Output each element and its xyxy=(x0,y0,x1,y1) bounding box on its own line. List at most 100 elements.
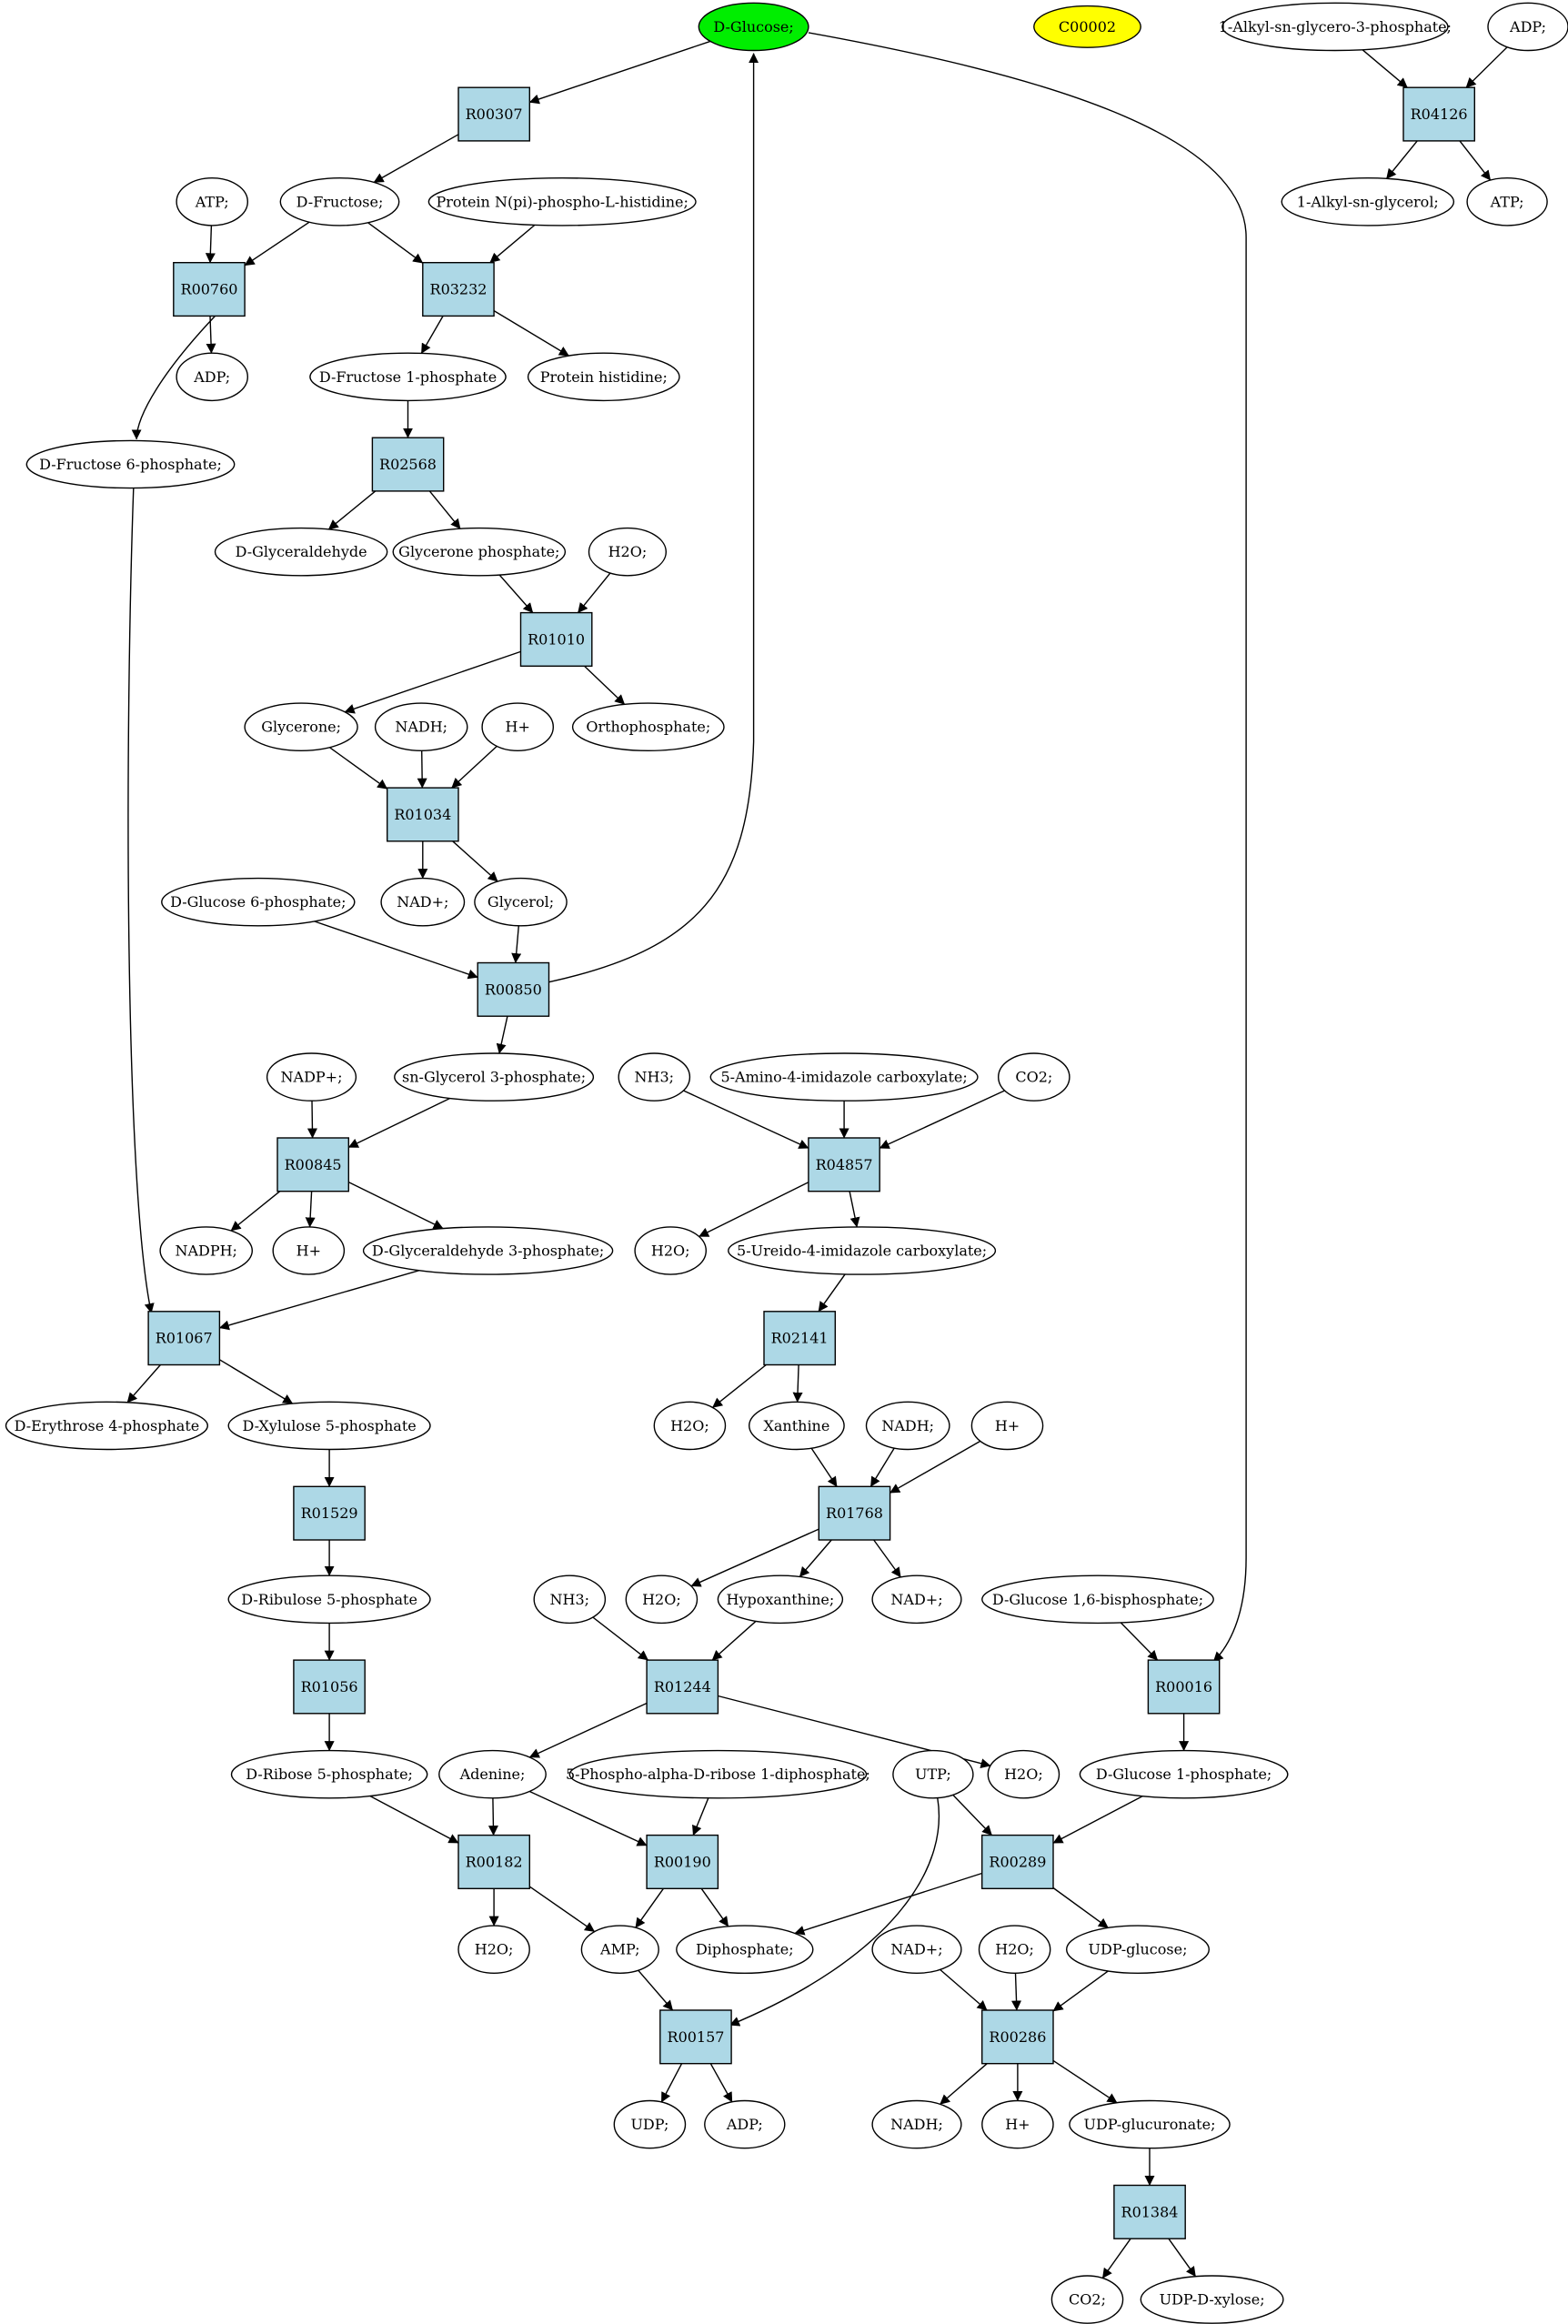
compound-node-orthophosphate[interactable]: Orthophosphate; xyxy=(571,702,725,752)
compound-node-sn_g3p[interactable]: sn-Glycerol 3-phosphate; xyxy=(394,1052,595,1102)
compound-node-fructose[interactable]: D-Fructose; xyxy=(279,176,400,226)
compound-node-protein_his[interactable]: Protein histidine; xyxy=(527,352,680,402)
compound-node-alkyl_glycerol[interactable]: 1-Alkyl-sn-glycerol; xyxy=(1281,176,1455,226)
compound-node-udp_glucuronate[interactable]: UDP-glucuronate; xyxy=(1069,2099,1231,2149)
compound-node-nh3_1[interactable]: NH3; xyxy=(618,1052,691,1102)
compound-node-nadpplus[interactable]: NADP+; xyxy=(266,1052,357,1102)
reaction-node-r00157[interactable]: R00157 xyxy=(659,2009,732,2065)
reaction-node-r02141[interactable]: R02141 xyxy=(763,1311,837,1366)
edge-nh3_1-to-r04857 xyxy=(683,1090,809,1149)
compound-node-adp1[interactable]: ADP; xyxy=(176,352,249,402)
compound-node-hplus_1[interactable]: H+ xyxy=(481,702,555,752)
compound-node-ureido[interactable]: 5-Ureido-4-imidazole carboxylate; xyxy=(728,1226,997,1275)
reaction-node-r01529[interactable]: R01529 xyxy=(293,1485,366,1541)
compound-node-fru6p[interactable]: D-Fructose 6-phosphate; xyxy=(25,439,236,489)
reaction-node-r03232[interactable]: R03232 xyxy=(422,262,495,317)
reaction-node-r00286[interactable]: R00286 xyxy=(980,2009,1054,2065)
compound-node-nadplus_2[interactable]: NAD+; xyxy=(871,1574,962,1625)
reaction-node-r01244[interactable]: R01244 xyxy=(646,1659,719,1715)
compound-node-hypoxanthine[interactable]: Hypoxanthine; xyxy=(717,1574,844,1625)
compound-node-h2o_5[interactable]: H2O; xyxy=(987,1749,1060,1799)
compound-node-hplus_4[interactable]: H+ xyxy=(981,2099,1054,2149)
compound-node-co2_2[interactable]: CO2; xyxy=(1050,2275,1124,2324)
compound-node-h2o_2[interactable]: H2O; xyxy=(634,1226,708,1275)
reaction-node-r02568[interactable]: R02568 xyxy=(371,437,445,492)
node-label: H+ xyxy=(995,1417,1020,1434)
compound-node-nadh_1[interactable]: NADH; xyxy=(374,702,468,752)
compound-node-nadplus_3[interactable]: NAD+; xyxy=(871,1925,962,1974)
compound-node-glc6p[interactable]: D-Glucose 6-phosphate; xyxy=(161,877,356,927)
compound-node-glc16bp[interactable]: D-Glucose 1,6-bisphosphate; xyxy=(981,1574,1214,1625)
compound-ellipse xyxy=(613,2099,687,2149)
compound-node-ru5p[interactable]: D-Ribulose 5-phosphate xyxy=(227,1574,431,1625)
compound-node-glycerone[interactable]: Glycerone; xyxy=(244,702,358,752)
compound-node-fru1p[interactable]: D-Fructose 1-phosphate xyxy=(309,352,507,402)
edge-glycerone-to-r01034 xyxy=(328,747,388,790)
compound-node-hplus_2[interactable]: H+ xyxy=(272,1226,346,1275)
compound-node-atp1[interactable]: ATP; xyxy=(176,176,249,226)
compound-node-utp[interactable]: UTP; xyxy=(892,1749,974,1799)
compound-node-nh3_2[interactable]: NH3; xyxy=(533,1574,607,1625)
edge-co2_1-to-r04857 xyxy=(879,1090,1005,1149)
node-label: D-Fructose 1-phosphate xyxy=(319,368,497,386)
compound-node-h2o_7[interactable]: H2O; xyxy=(978,1925,1051,1974)
compound-node-c00002[interactable]: C00002 xyxy=(1033,5,1141,48)
reaction-node-r00850[interactable]: R00850 xyxy=(477,961,550,1017)
compound-node-adp_2[interactable]: ADP; xyxy=(704,2099,786,2149)
reaction-node-r00190[interactable]: R00190 xyxy=(646,1834,719,1889)
compound-node-co2_1[interactable]: CO2; xyxy=(998,1052,1070,1102)
edge-nadplus_3-to-r00286 xyxy=(940,1968,988,2011)
reaction-node-r01034[interactable]: R01034 xyxy=(387,787,459,842)
reaction-node-r00182[interactable]: R00182 xyxy=(457,1834,531,1889)
compound-node-glc1p[interactable]: D-Glucose 1-phosphate; xyxy=(1079,1749,1289,1799)
compound-node-r5p[interactable]: D-Ribose 5-phosphate; xyxy=(230,1749,428,1799)
compound-node-e4p[interactable]: D-Erythrose 4-phosphate xyxy=(5,1401,209,1451)
node-label: ATP; xyxy=(195,193,229,210)
reaction-node-r04126[interactable]: R04126 xyxy=(1402,86,1476,142)
compound-node-prpp[interactable]: 5-Phospho-alpha-D-ribose 1-diphosphate; xyxy=(566,1749,870,1799)
compound-node-nadp_1[interactable]: NAD+; xyxy=(380,877,466,927)
node-label: R00190 xyxy=(654,1853,711,1870)
compound-node-diphosphate[interactable]: Diphosphate; xyxy=(676,1925,814,1974)
reaction-node-r00845[interactable]: R00845 xyxy=(276,1137,350,1192)
compound-node-h2o_1[interactable]: H2O; xyxy=(588,527,668,577)
compound-node-udp_xylose[interactable]: UDP-D-xylose; xyxy=(1140,2275,1284,2324)
compound-node-hplus_3[interactable]: H+ xyxy=(970,1401,1044,1451)
compound-node-udp[interactable]: UDP; xyxy=(613,2099,687,2149)
compound-node-xanthine[interactable]: Xanthine xyxy=(749,1401,845,1451)
compound-node-adp_top[interactable]: ADP; xyxy=(1487,2,1568,52)
compound-node-atp_top[interactable]: ATP; xyxy=(1466,176,1548,226)
compound-node-glucose[interactable]: D-Glucose; xyxy=(698,2,809,52)
compound-node-glycerone_p[interactable]: Glycerone phosphate; xyxy=(392,527,567,577)
reaction-node-r01384[interactable]: R01384 xyxy=(1113,2184,1186,2239)
compound-node-aica[interactable]: 5-Amino-4-imidazole carboxylate; xyxy=(709,1052,979,1102)
compound-ellipse xyxy=(266,1052,357,1102)
compound-node-adenine[interactable]: Adenine; xyxy=(438,1749,547,1799)
reaction-node-r00289[interactable]: R00289 xyxy=(980,1834,1054,1889)
compound-node-udp_glucose[interactable]: UDP-glucose; xyxy=(1065,1925,1210,1974)
compound-ellipse xyxy=(176,176,249,226)
reaction-node-r00307[interactable]: R00307 xyxy=(457,86,531,142)
compound-node-nadh_3[interactable]: NADH; xyxy=(871,2099,962,2149)
compound-node-amp[interactable]: AMP; xyxy=(580,1925,659,1974)
compound-node-xu5p[interactable]: D-Xylulose 5-phosphate xyxy=(227,1401,431,1451)
compound-node-nadh_2[interactable]: NADH; xyxy=(865,1401,950,1451)
compound-node-glycerol[interactable]: Glycerol; xyxy=(474,877,568,927)
node-label: H2O; xyxy=(642,1591,681,1608)
compound-node-glyceraldehyde[interactable]: D-Glyceraldehyde xyxy=(214,527,388,577)
reaction-node-r01067[interactable]: R01067 xyxy=(147,1311,221,1366)
reaction-node-r04857[interactable]: R04857 xyxy=(808,1137,880,1192)
compound-node-nadph[interactable]: NADPH; xyxy=(159,1226,254,1275)
reaction-node-r00016[interactable]: R00016 xyxy=(1147,1659,1221,1715)
reaction-node-r00760[interactable]: R00760 xyxy=(173,262,246,317)
reaction-node-r01768[interactable]: R01768 xyxy=(818,1485,891,1541)
compound-node-protein_phis[interactable]: Protein N(pi)-phospho-L-histidine; xyxy=(427,176,697,226)
compound-node-h2o_4[interactable]: H2O; xyxy=(625,1574,699,1625)
reaction-node-r01056[interactable]: R01056 xyxy=(293,1659,366,1715)
compound-node-alkyl_gp[interactable]: 1-Alkyl-sn-glycero-3-phosphate; xyxy=(1219,2,1452,52)
compound-node-h2o_3[interactable]: H2O; xyxy=(653,1401,727,1451)
reaction-node-r01010[interactable]: R01010 xyxy=(519,611,593,667)
edge-glc1p-to-r00289 xyxy=(1052,1796,1143,1844)
compound-node-g3p[interactable]: D-Glyceraldehyde 3-phosphate; xyxy=(362,1226,614,1275)
compound-node-h2o_6[interactable]: H2O; xyxy=(457,1925,530,1974)
